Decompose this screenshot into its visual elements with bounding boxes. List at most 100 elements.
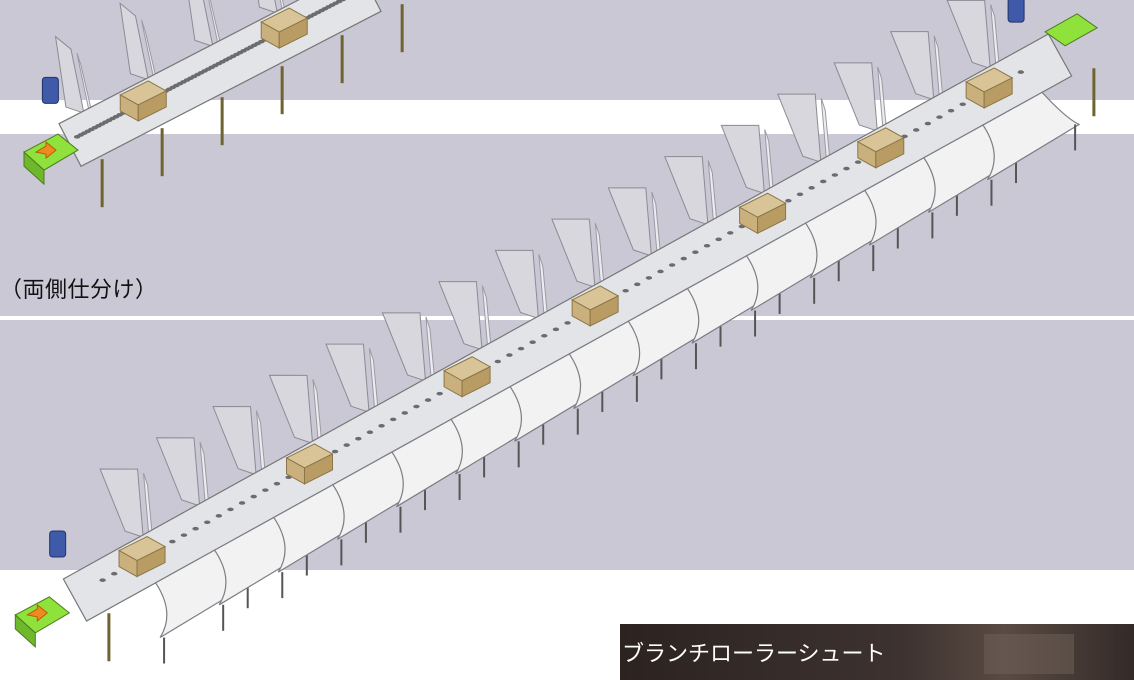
flap-gate [257, 0, 279, 14]
flap-gate [664, 156, 709, 226]
roller-wheel [796, 192, 804, 197]
roller-wheel [262, 488, 269, 492]
roller-wheel [111, 571, 118, 576]
roller-wheel [564, 321, 571, 325]
infeed-station [23, 76, 79, 186]
parcel-front [461, 365, 491, 398]
flap-gate [889, 31, 935, 101]
parcel-front [875, 137, 905, 169]
roller-wheel [959, 102, 966, 107]
parcel-front [136, 545, 166, 578]
roller-wheel [820, 179, 827, 184]
roller-wheel [668, 263, 676, 267]
flap-gate [268, 374, 314, 445]
infeed-side [14, 613, 36, 649]
roller-wheel [238, 501, 246, 505]
roller-wheel [494, 359, 501, 364]
roller-wheel [180, 533, 188, 537]
roller-wheel [331, 449, 339, 454]
flap-gate [212, 406, 257, 476]
roller-wheel [808, 186, 815, 190]
end-platform [1044, 13, 1099, 47]
roller-wheel [936, 115, 943, 119]
motor-icon [1007, 0, 1025, 23]
conveyor-belt [62, 33, 1073, 622]
roller-wheel [227, 507, 234, 512]
photo-label-text: ブランチローラーシュート [622, 642, 886, 667]
roller-wheel [715, 237, 722, 242]
flap-gate [99, 468, 144, 538]
flap-gate [54, 35, 85, 114]
roller-wheel [99, 578, 106, 582]
roller-wheel [424, 398, 432, 402]
flap-gate [155, 437, 201, 507]
flap-gate [720, 124, 765, 195]
roller-wheel [529, 340, 536, 345]
flap-gate [438, 281, 483, 351]
flaps-upper-side [54, 0, 288, 122]
roller-wheel [645, 276, 653, 280]
roller-wheel [169, 539, 176, 544]
flap-gate [777, 93, 822, 163]
roller-wheel [339, 0, 346, 2]
roller-wheel [506, 353, 513, 357]
parcel-front [589, 295, 619, 327]
parcels [119, 7, 309, 122]
flap-gate [325, 343, 370, 413]
parcel-front [137, 90, 167, 122]
roller-wheel [657, 269, 664, 274]
infeed-station [14, 530, 71, 649]
flap-gate [551, 218, 596, 288]
fence-lower [100, 4, 404, 208]
parcels [117, 67, 1014, 578]
end-station [1007, 0, 1099, 47]
photo-shade [984, 634, 1074, 674]
roller-wheel [436, 391, 443, 396]
motor-icon [49, 530, 67, 558]
roller-wheel [552, 327, 560, 332]
roller-wheel [378, 424, 385, 428]
chutes-lower-side [154, 91, 1081, 664]
parcel-front [303, 453, 333, 485]
roller-wheel [843, 166, 850, 171]
infeed-side [23, 150, 45, 186]
infeed-arrow-icon [25, 603, 49, 622]
roller-wheel [1017, 70, 1025, 74]
roller-wheel [273, 481, 281, 486]
flap-gate [381, 312, 427, 382]
roller-wheel [401, 411, 409, 415]
roller-wheel [389, 417, 397, 422]
roller-wheel [703, 243, 711, 248]
flap-gate [946, 0, 991, 70]
roller-wheel [250, 494, 257, 499]
photo-label-branch-roller-chute: ブランチローラーシュート [620, 624, 1134, 680]
roller-chute [982, 91, 1081, 181]
roller-wheel [727, 231, 734, 235]
roller-wheel [343, 443, 350, 447]
parcel-front [757, 202, 787, 235]
roller-wheel [831, 173, 839, 177]
roller-wheel [913, 128, 920, 132]
roller-wheel [355, 436, 362, 441]
roller-wheel [541, 333, 548, 338]
flap-gate [494, 249, 540, 320]
roller-wheel [204, 520, 211, 525]
roller-wheel [692, 250, 699, 254]
roller-wheel [854, 160, 862, 164]
roller-wheel [622, 288, 629, 293]
motor-icon [41, 76, 59, 104]
sorter-main-two-sided [14, 0, 1099, 664]
roller-wheel [634, 282, 641, 287]
flap-gate [607, 187, 652, 257]
roller-wheel [366, 430, 374, 435]
sorter-top-partial [23, 0, 404, 208]
flaps-upper-side [99, 0, 1001, 546]
flap-gate [188, 0, 214, 48]
caption-two-sided-sorting: （両側仕分け） [0, 278, 158, 303]
roller-wheel [785, 198, 792, 203]
roller-wheel [192, 526, 199, 531]
infeed-arrow-icon [34, 141, 57, 160]
roller-wheel [680, 256, 687, 261]
flap-gate [119, 2, 150, 81]
